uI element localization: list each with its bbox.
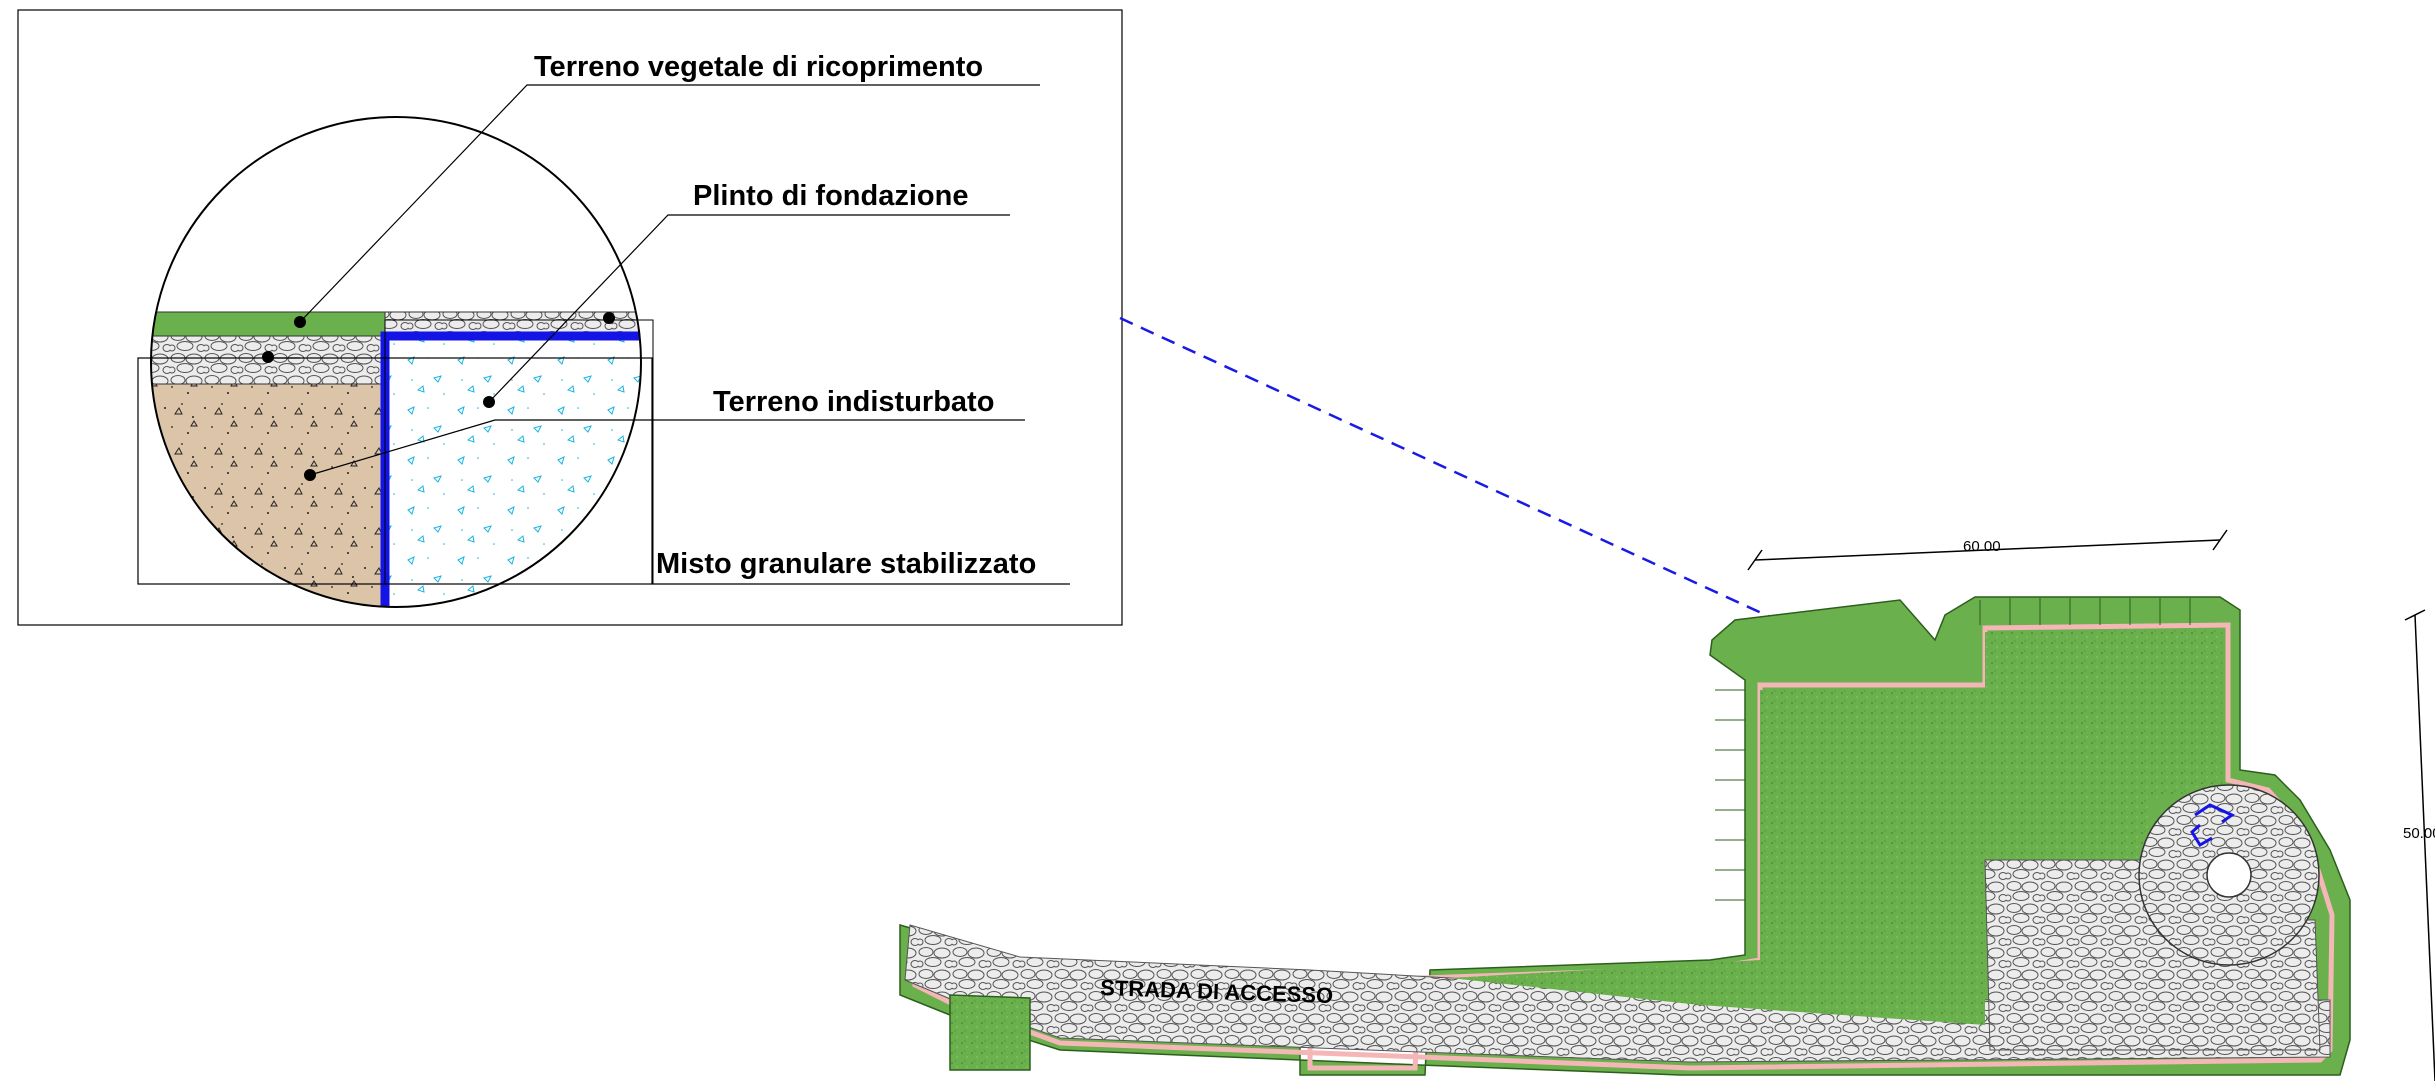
label-gravel: Misto granulare stabilizzato (656, 548, 1036, 580)
leaders (262, 84, 1070, 585)
topsoil-layer (151, 311, 386, 337)
gravel-layer (151, 335, 386, 385)
green-plot-left (949, 994, 1031, 1071)
pad-center (2206, 852, 2252, 898)
leader-foundation (488, 214, 1010, 403)
detail-view: Terreno vegetale di ricoprimento Plinto … (17, 9, 1123, 626)
dim-width-label: 60.00 (1963, 538, 2001, 555)
leader-dot-undisturbed (304, 469, 316, 481)
leader-dot-topsoil (294, 316, 306, 328)
reference-leader (1119, 316, 2219, 825)
lawn-area (1450, 630, 2222, 1025)
leader-undisturbed (309, 419, 1025, 476)
dimension-width (1747, 529, 2228, 571)
embankment-hatching (1715, 598, 2191, 901)
site-plan: STRADA DI ACCESSO 60.00 50.00 (899, 529, 2435, 1081)
label-foundation: Plinto di fondazione (693, 180, 968, 212)
leader-dot-top-gravel (603, 312, 615, 324)
pink-border (912, 622, 2335, 1071)
dimension-height (2404, 609, 2435, 1081)
leader-dot-foundation (483, 396, 495, 408)
label-topsoil: Terreno vegetale di ricoprimento (534, 51, 983, 83)
foundation-symbol (2190, 803, 2236, 848)
dim-height-label: 50.00 (2403, 825, 2435, 842)
leader-dot-gravel (262, 351, 274, 363)
detail-circle (150, 116, 642, 608)
label-undisturbed: Terreno indisturbato (713, 386, 994, 418)
leader-topsoil (299, 84, 1040, 323)
foundation-box (384, 319, 654, 585)
